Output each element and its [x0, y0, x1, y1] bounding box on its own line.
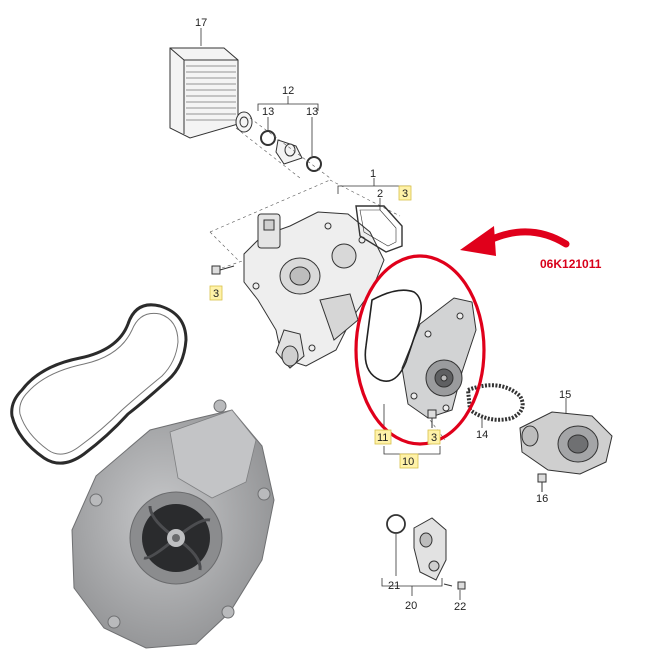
callout-17: 17 — [195, 17, 207, 29]
callout-13-right: 13 — [306, 106, 318, 118]
pump-bolt — [427, 409, 437, 428]
callout-3-top: 3 — [402, 188, 408, 200]
coolant-flange — [386, 514, 447, 581]
callout-15: 15 — [559, 389, 571, 401]
large-pump-photo — [71, 399, 275, 649]
callout-13-left: 13 — [262, 106, 274, 118]
coolant-pipe-fitting — [260, 130, 322, 172]
highlight-arrow — [486, 228, 570, 248]
large-pump-gasket — [10, 303, 188, 465]
callout-3-left: 3 — [213, 288, 219, 300]
thermostat-gasket — [355, 205, 403, 253]
callout-10: 10 — [402, 456, 414, 468]
water-pump — [401, 297, 477, 419]
water-pump-gasket — [364, 289, 422, 382]
thermostat-housing — [243, 211, 385, 369]
housing-bolt — [211, 265, 235, 275]
callout-20: 20 — [405, 600, 417, 612]
callout-1: 1 — [370, 168, 376, 180]
callout-14: 14 — [476, 429, 488, 441]
callout-12: 12 — [282, 85, 294, 97]
flange-bolt — [443, 581, 466, 590]
callout-21: 21 — [388, 580, 400, 592]
callout-3-pump: 3 — [431, 432, 437, 444]
label-tag — [427, 429, 441, 445]
callout-2: 2 — [377, 188, 383, 200]
label-tag — [398, 185, 412, 201]
highlight-ellipse — [354, 254, 486, 446]
drive-cover — [519, 411, 613, 475]
callout-22: 22 — [454, 601, 466, 613]
label-tag — [374, 429, 392, 445]
part-number-label: 06K121011 — [540, 257, 602, 271]
arrow-head-icon — [460, 226, 496, 256]
oil-cooler — [169, 47, 253, 139]
toothed-belt — [465, 383, 525, 422]
label-tag — [399, 453, 419, 469]
drive-bolt — [537, 473, 547, 492]
callout-11: 11 — [377, 432, 388, 444]
label-tag — [209, 285, 223, 301]
callout-16: 16 — [536, 493, 548, 505]
